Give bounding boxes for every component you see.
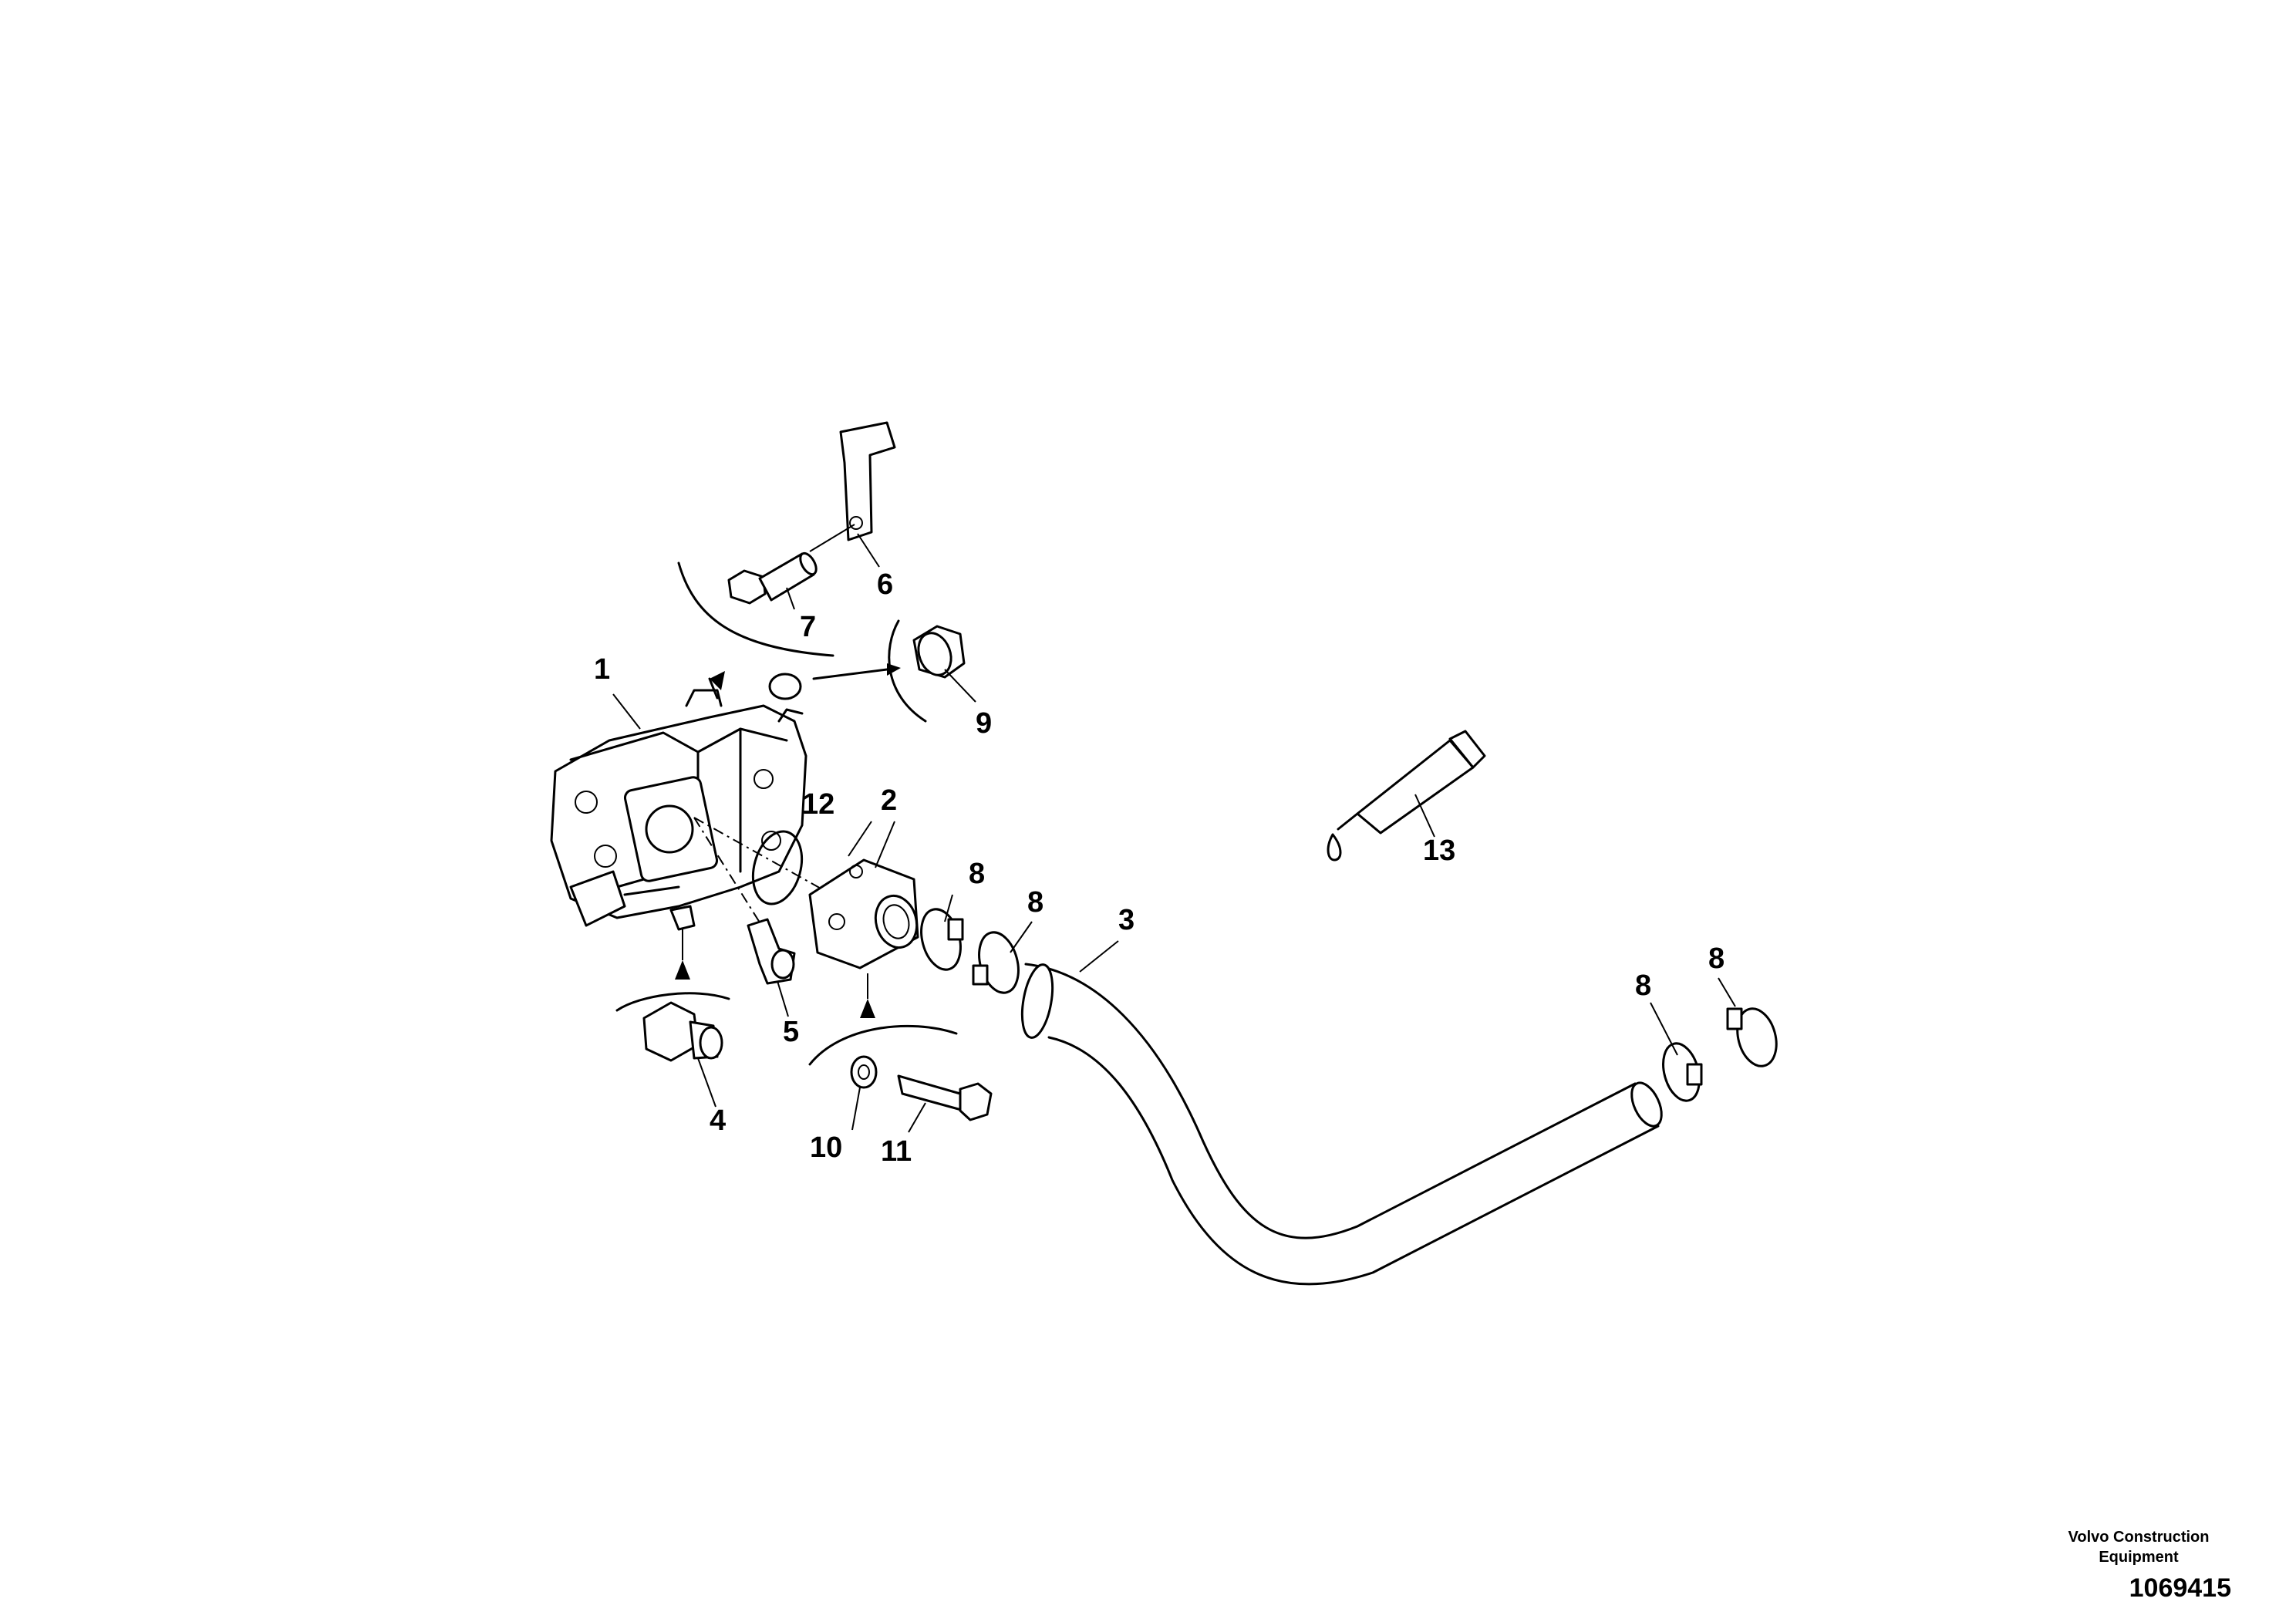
brand-line-1: Volvo Construction [2068,1529,2210,1546]
callout-2: 2 [881,784,897,817]
callout-8-far-clamp-a: 8 [1635,969,1651,1002]
callout-10: 10 [810,1131,842,1164]
callout-13: 13 [1423,835,1455,867]
brand-label: Volvo Construction Equipment [2038,1527,2239,1567]
callout-labels: 1 2 3 4 5 6 7 8 8 8 8 9 10 11 12 13 [594,568,1725,1168]
bracket [809,421,896,552]
callout-7: 7 [800,611,816,643]
callout-5: 5 [783,1016,799,1048]
pump [550,673,807,931]
callout-12: 12 [802,788,834,821]
hose [1020,963,1663,1286]
detail-bolt [677,551,834,700]
callout-8-flange-clamp: 8 [969,858,985,890]
clamps [920,908,1778,1102]
o-ring [751,830,804,905]
callout-4: 4 [710,1104,726,1137]
fitting [615,929,730,1062]
callout-6: 6 [877,568,893,601]
brand-line-2: Equipment [2099,1549,2179,1566]
callout-3: 3 [1118,904,1135,936]
callout-8-far-clamp-b: 8 [1708,943,1725,975]
callout-8-hose-clamp: 8 [1027,886,1043,919]
flange [808,858,919,969]
sealant-tube [1327,730,1486,862]
callout-11: 11 [881,1135,912,1168]
washer-screw [808,973,993,1121]
document-number: 1069415 [2129,1573,2231,1603]
elbow-fitting [747,918,796,985]
callout-1: 1 [594,653,610,686]
plug [812,619,966,723]
callout-leaders [612,533,1736,1133]
callout-9: 9 [976,707,992,740]
